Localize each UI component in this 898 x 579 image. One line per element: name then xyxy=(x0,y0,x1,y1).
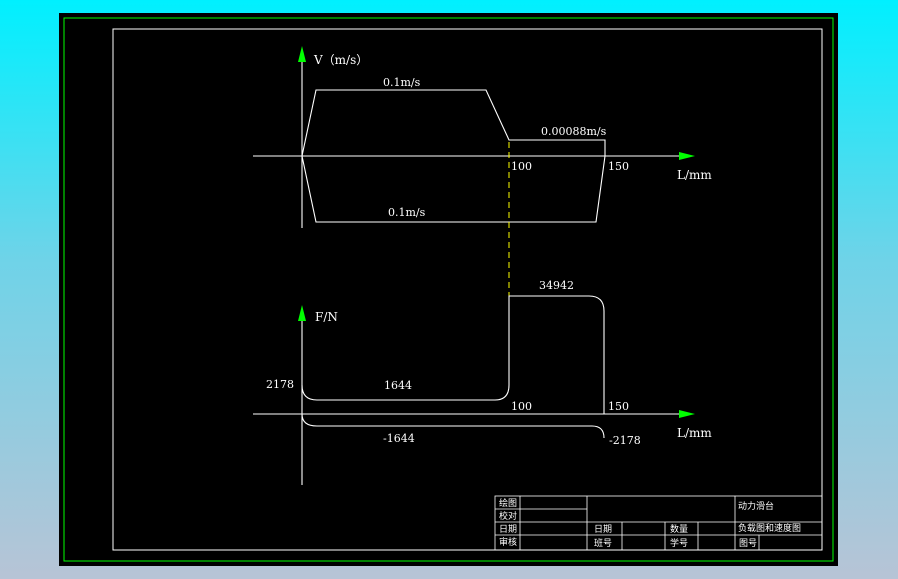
force-chart: F/N 2178 1644 34942 -1644 -2178 100 150 … xyxy=(253,279,712,485)
force-start-label: 2178 xyxy=(266,378,294,391)
velocity-work-label: 0.00088m/s xyxy=(541,125,607,138)
tb-date2: 日期 xyxy=(594,524,612,535)
velocity-chart: V（m/s） 0.1m/s 0.00088m/s 0.1m/s 100 150 … xyxy=(253,46,712,228)
drawing-canvas: V（m/s） 0.1m/s 0.00088m/s 0.1m/s 100 150 … xyxy=(59,13,838,566)
velocity-y-label: V（m/s） xyxy=(313,53,368,67)
velocity-forward-label: 0.1m/s xyxy=(383,76,421,89)
tb-title-line1: 动力滑台 xyxy=(738,500,774,512)
force-forward-curve xyxy=(301,295,605,414)
force-forward-label: 1644 xyxy=(384,379,412,392)
velocity-y-arrow xyxy=(298,46,306,62)
tb-drawing-no: 图号 xyxy=(739,538,757,549)
inner-frame xyxy=(112,28,823,551)
force-work-label: 34942 xyxy=(539,279,574,292)
force-y-arrow xyxy=(298,305,306,321)
force-return-curve xyxy=(301,413,605,439)
velocity-return-label: 0.1m/s xyxy=(388,206,426,219)
velocity-x-arrow xyxy=(679,152,695,160)
outer-frame xyxy=(63,17,834,562)
title-block xyxy=(494,495,823,551)
tb-class-no: 班号 xyxy=(594,537,612,549)
force-tick-100: 100 xyxy=(511,400,532,413)
tb-title-line2: 负载图和速度图 xyxy=(738,522,801,534)
tb-date: 日期 xyxy=(499,524,517,535)
force-return-end-label: -2178 xyxy=(609,434,641,447)
tb-reviewed-by: 审核 xyxy=(499,536,517,548)
force-y-label: F/N xyxy=(315,310,338,324)
velocity-tick-150: 150 xyxy=(608,160,629,173)
velocity-forward-curve xyxy=(301,89,606,157)
tb-student-no: 学号 xyxy=(670,537,688,549)
velocity-tick-100: 100 xyxy=(511,160,532,173)
velocity-x-label: L/mm xyxy=(677,168,712,182)
tb-checked-by: 校对 xyxy=(499,510,517,522)
force-tick-150: 150 xyxy=(608,400,629,413)
title-block-text: 绘图 校对 日期 审核 动力滑台 负载图和速度图 日期 班号 数量 学号 图号 xyxy=(499,497,801,549)
tb-drawn-by: 绘图 xyxy=(499,497,517,509)
force-x-arrow xyxy=(679,410,695,418)
tb-quantity: 数量 xyxy=(670,523,688,535)
drawing-svg: V（m/s） 0.1m/s 0.00088m/s 0.1m/s 100 150 … xyxy=(63,17,834,562)
velocity-return-curve xyxy=(301,155,606,223)
force-x-label: L/mm xyxy=(677,426,712,440)
force-return-label: -1644 xyxy=(383,432,415,445)
